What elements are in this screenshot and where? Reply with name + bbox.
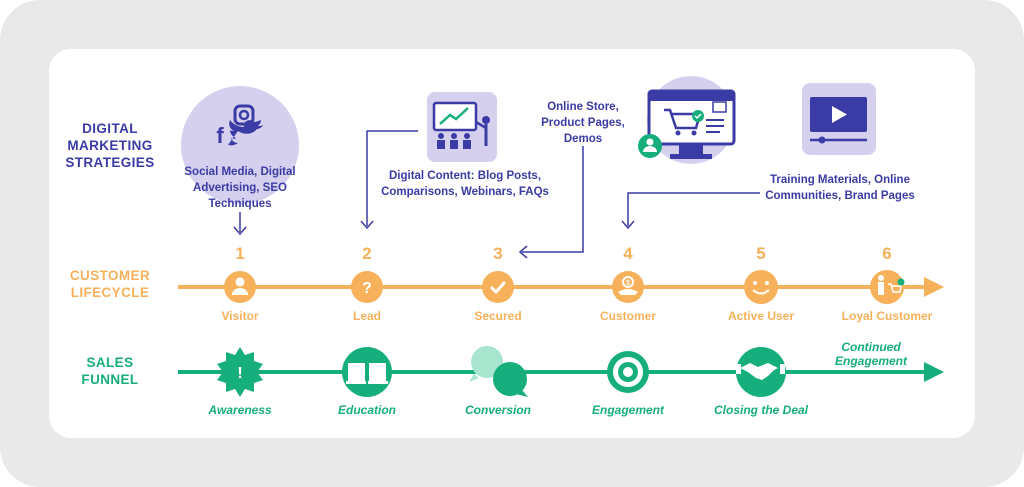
svg-text:$: $ [626, 280, 630, 287]
funnel-arrowhead [924, 362, 944, 382]
awareness-icon: ! [217, 347, 263, 397]
social-media-icon: f [181, 86, 299, 204]
stage-number-5: 5 [756, 244, 766, 263]
content-strategy-label: Digital Content: Blog Posts, Comparisons… [381, 170, 549, 198]
active-user-icon [744, 270, 778, 304]
visitor-icon [224, 271, 256, 303]
stage-label-visitor: Visitor [221, 309, 259, 323]
stage-number-6: 6 [882, 244, 892, 263]
lead-icon: ? [351, 271, 383, 303]
svg-text:?: ? [362, 280, 372, 297]
funnel-label-engagement: Engagement [591, 403, 664, 417]
stage-label-active-user: Active User [727, 309, 795, 323]
customer-icon: $ [612, 271, 644, 303]
store-strategy-label: Online Store, Product Pages, Demos [541, 101, 625, 145]
closing-deal-icon [736, 347, 786, 397]
training-connector-arrow [621, 220, 635, 230]
funnel-label-awareness: Awareness [208, 403, 272, 417]
stage-number-2: 2 [362, 244, 372, 263]
svg-text:!: ! [237, 365, 242, 382]
video-icon [802, 83, 876, 155]
presentation-icon [427, 92, 497, 162]
content-connector [366, 130, 418, 226]
education-icon [342, 347, 392, 397]
social-strategy-label: Social Media, Digital Advertising, SEO T… [184, 166, 296, 210]
funnel-label-continued-engagement: Continued Engagement [834, 340, 907, 368]
content-connector-arrow [360, 220, 374, 230]
funnel-row-title: SALES FUNNEL [81, 355, 139, 387]
social-down-arrow [233, 226, 247, 236]
conversion-icon [469, 346, 528, 397]
stage-label-loyal-customer: Loyal Customer [841, 309, 933, 323]
training-connector [627, 192, 760, 226]
online-store-icon [638, 76, 736, 164]
engagement-icon [607, 351, 649, 393]
stage-label-secured: Secured [474, 309, 522, 323]
funnel-label-conversion: Conversion [464, 403, 531, 417]
funnel-label-education: Education [337, 403, 396, 417]
stage-number-4: 4 [623, 244, 633, 263]
secured-icon [482, 271, 514, 303]
stage-label-lead: Lead [352, 309, 381, 323]
svg-text:f: f [216, 123, 224, 148]
funnel-label-closing-deal: Closing the Deal [713, 403, 808, 417]
stage-number-3: 3 [493, 244, 503, 263]
stage-number-1: 1 [235, 244, 245, 263]
store-connector [522, 146, 584, 253]
stage-label-customer: Customer [599, 309, 656, 323]
loyal-customer-icon [870, 270, 905, 304]
store-connector-arrow [518, 245, 528, 259]
strategies-row-title: DIGITAL MARKETING STRATEGIES [65, 121, 155, 170]
lifecycle-row-title: CUSTOMER LIFECYCLE [69, 268, 151, 300]
lifecycle-arrowhead [924, 277, 944, 297]
training-strategy-label: Training Materials, Online Communities, … [765, 174, 915, 202]
